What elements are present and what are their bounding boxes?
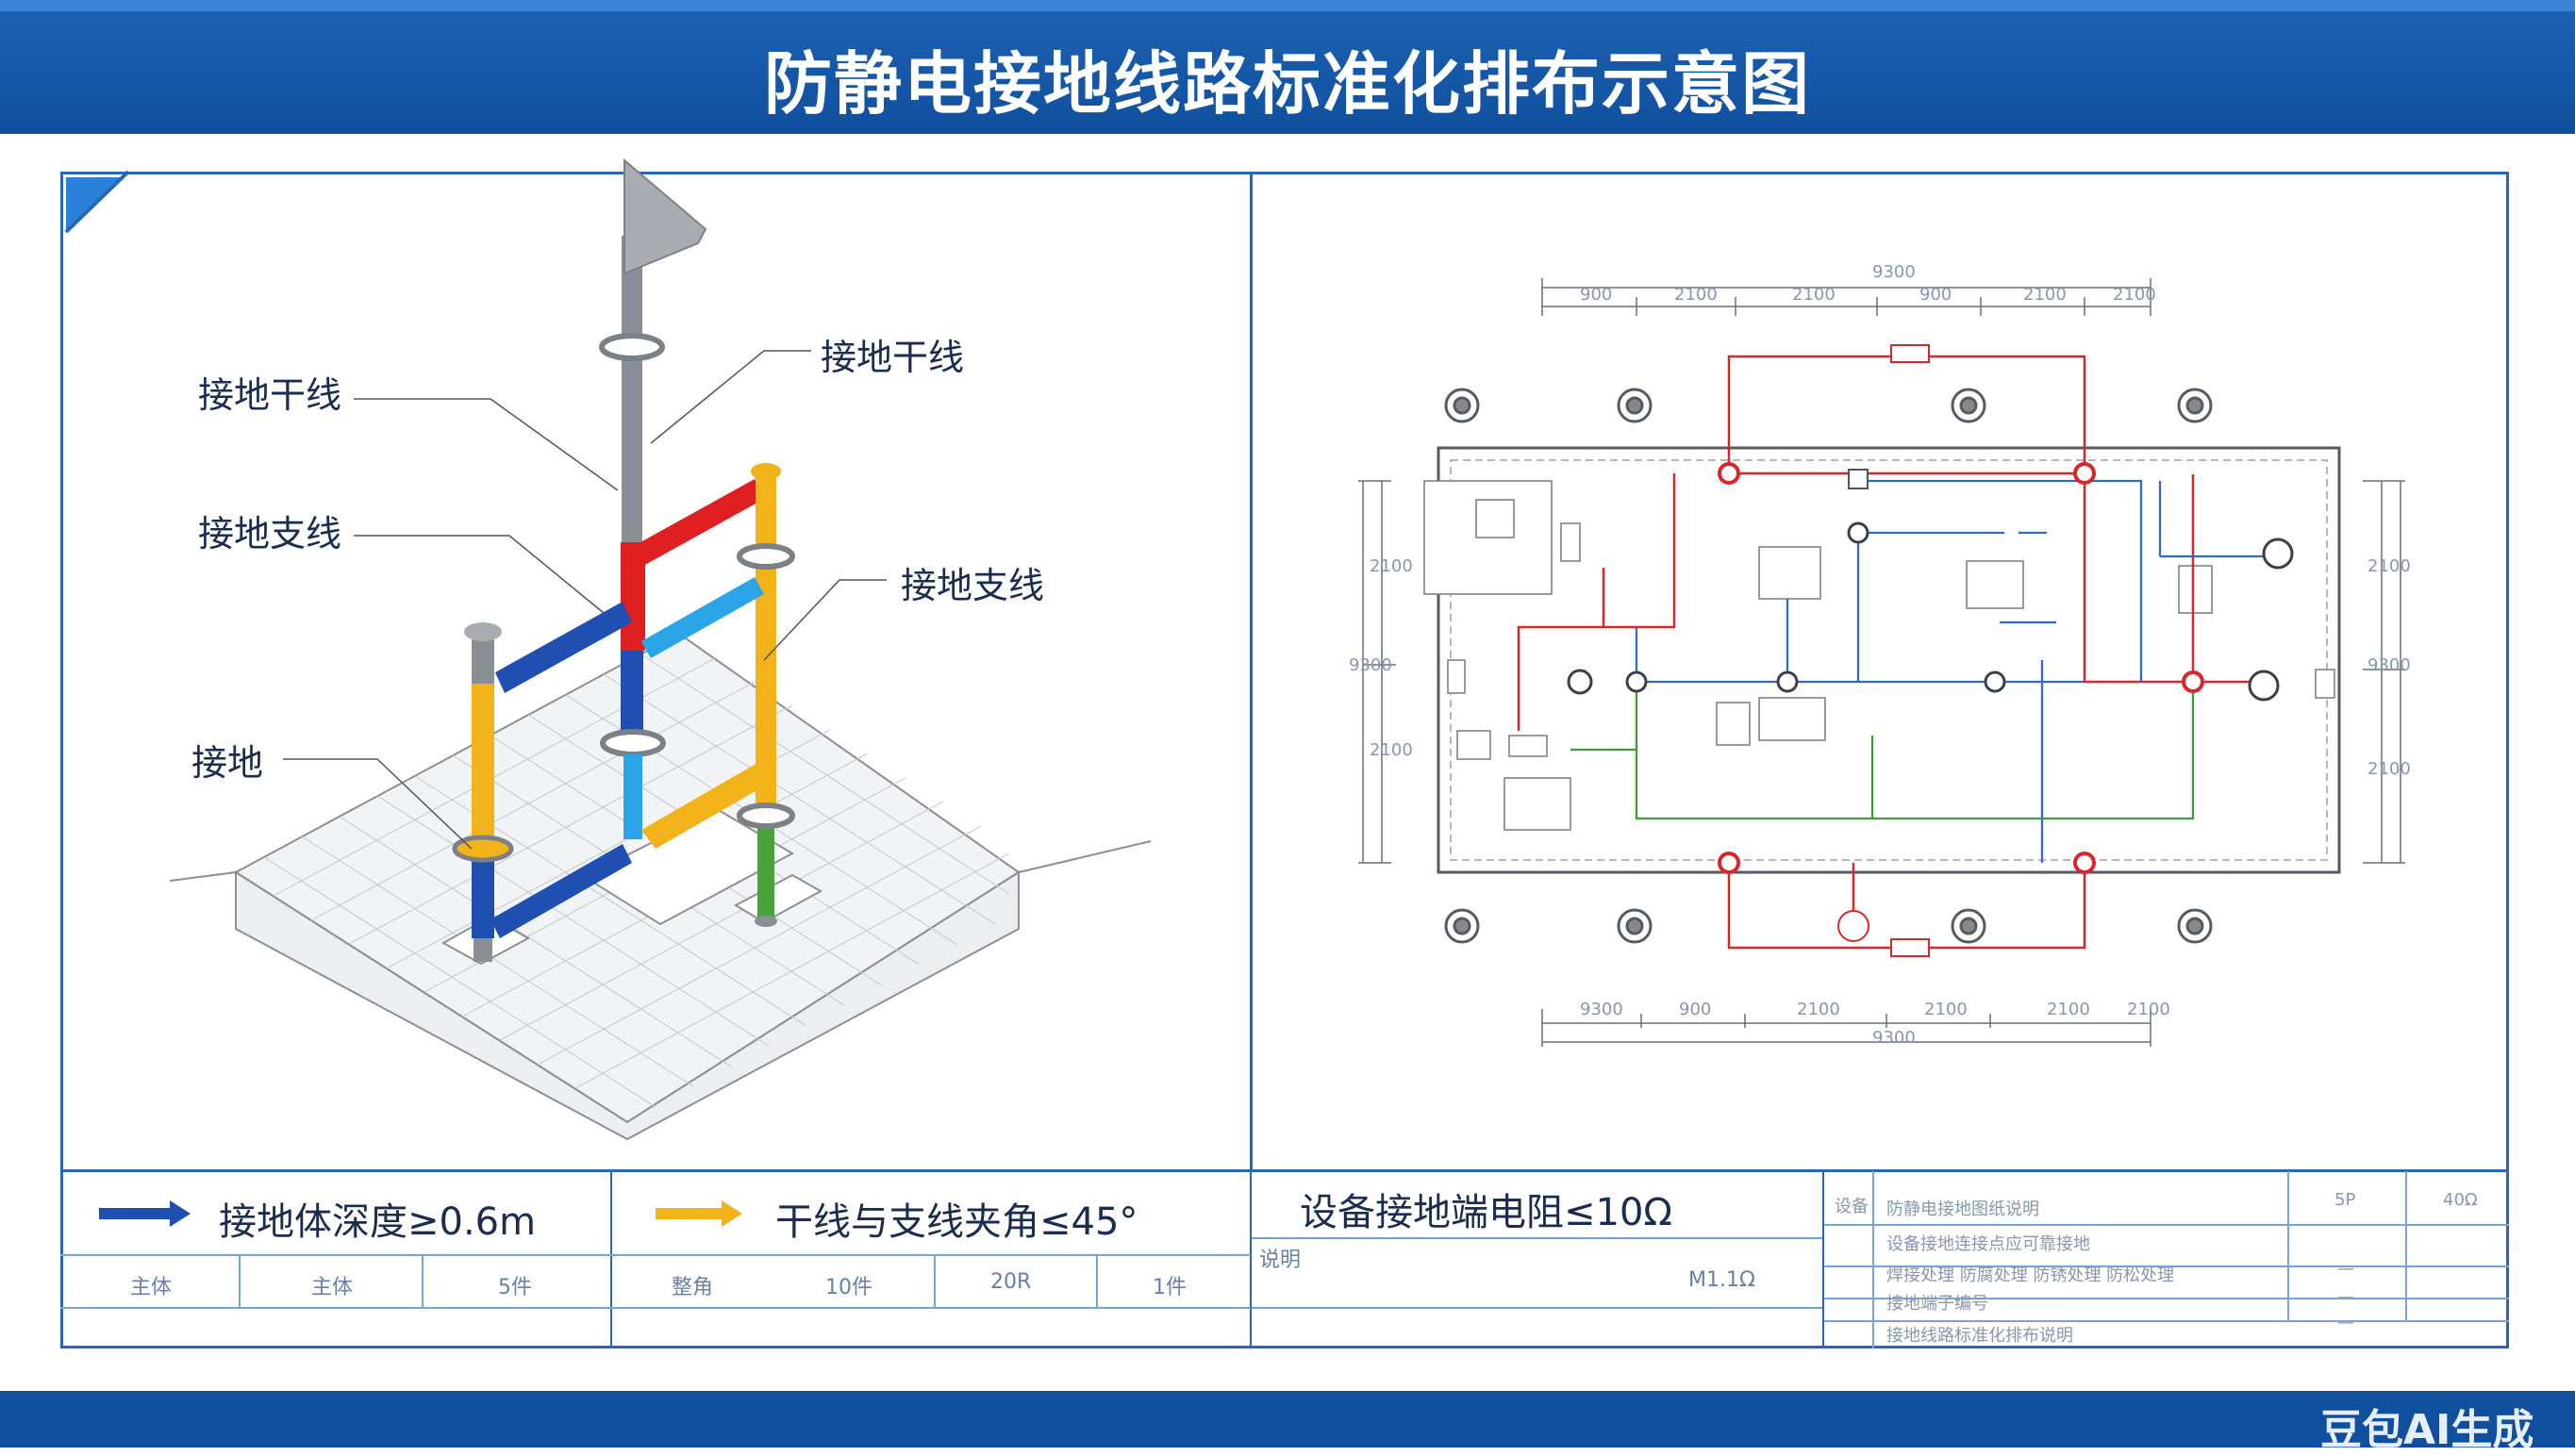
legend-angle-text: 干线与支线夹角≤45° bbox=[775, 1200, 1138, 1244]
left-blue-pipe bbox=[472, 849, 494, 938]
label-ground: 接地 bbox=[191, 742, 264, 784]
legend-depth-text: 接地体深度≥0.6m bbox=[219, 1200, 537, 1244]
side-col-head-1: 设备 bbox=[1835, 1197, 1869, 1216]
plan-right-dim-1: 2100 bbox=[2367, 556, 2411, 576]
yellow-pipe-diagonal bbox=[641, 762, 773, 849]
main-pole bbox=[622, 236, 642, 566]
side-row-5: 接地线路标准化排布说明 bbox=[1886, 1326, 2073, 1346]
plan-left-dim-2: 2100 bbox=[1370, 740, 1413, 760]
label-branch-left: 接地支线 bbox=[198, 513, 342, 554]
legend-row2-4: 整角 bbox=[672, 1276, 714, 1299]
pole-flange bbox=[599, 333, 665, 361]
label-branch-right: 接地支线 bbox=[901, 565, 1045, 606]
drawing-frame bbox=[60, 172, 2509, 1348]
green-lines bbox=[1570, 682, 2195, 820]
legend-row2-1: 主体 bbox=[130, 1276, 173, 1299]
equipment-boxes bbox=[1423, 480, 2335, 831]
flag-icon bbox=[623, 157, 707, 275]
legend-row2-6: 20R bbox=[990, 1270, 1032, 1294]
side-row-1: 防静电接地图纸说明 bbox=[1886, 1200, 2039, 1219]
plan-bottom-dim-4: 2100 bbox=[1924, 1000, 1968, 1019]
plan-bottom-dim-3: 2100 bbox=[1797, 1000, 1840, 1019]
plan-top-dim-1: 900 bbox=[1580, 285, 1613, 305]
light-blue-pipe bbox=[623, 754, 642, 839]
red-pipe-horizontal bbox=[632, 479, 766, 566]
light-blue-pipe-diagonal bbox=[641, 577, 764, 658]
plan-left-dim-1: 2100 bbox=[1370, 556, 1413, 576]
label-main-line-left: 接地干线 bbox=[198, 374, 342, 416]
side-col-head-3: 40Ω bbox=[2443, 1190, 2478, 1210]
blue-pipe-bottom bbox=[490, 844, 632, 938]
page-title: 防静电接地线路标准化排布示意图 bbox=[763, 44, 1811, 124]
building-outline bbox=[1437, 446, 2341, 874]
legend-row2-5: 10件 bbox=[825, 1276, 872, 1299]
header-bar: 防静电接地线路标准化排布示意图 bbox=[0, 0, 2575, 134]
plan-right-dim-2: 2100 bbox=[2367, 759, 2411, 779]
plan-left-total: 9300 bbox=[1349, 655, 1392, 675]
plan-right-total: 9300 bbox=[2367, 655, 2411, 675]
plan-top-dim-5: 2100 bbox=[2023, 285, 2067, 305]
legend-divider bbox=[60, 1169, 2509, 1172]
legend-row2-7: 1件 bbox=[1153, 1276, 1187, 1299]
leader-lines bbox=[283, 350, 887, 850]
legend-row2-3: 5件 bbox=[498, 1276, 532, 1299]
legend-resistance-sub: M1.1Ω bbox=[1688, 1268, 1755, 1292]
panel-divider bbox=[1250, 172, 1253, 1171]
side-dash-3: — bbox=[2337, 1313, 2354, 1332]
side-dash-2: — bbox=[2337, 1287, 2354, 1307]
left-pole-top bbox=[472, 637, 494, 684]
label-main-line-top: 接地干线 bbox=[821, 337, 965, 378]
plan-top-total: 9300 bbox=[1872, 262, 1916, 282]
red-nodes bbox=[1718, 462, 2204, 942]
footer-bar bbox=[0, 1391, 2575, 1448]
plan-top-dim-4: 900 bbox=[1919, 285, 1952, 305]
plan-bottom-dim-2: 900 bbox=[1679, 1000, 1712, 1019]
plan-bottom-dim-6: 2100 bbox=[2127, 1000, 2170, 1019]
legend-resistance-text: 设备接地端电阻≤10Ω bbox=[1300, 1191, 1672, 1234]
blue-pipe-diagonal bbox=[495, 602, 632, 693]
side-row-4: 接地端子编号 bbox=[1886, 1294, 1988, 1314]
green-pipe bbox=[757, 816, 774, 919]
side-col-head-2: 5P bbox=[2334, 1190, 2356, 1210]
plan-bottom-total: 9300 bbox=[1872, 1028, 1916, 1048]
junction-nodes bbox=[1567, 521, 2294, 702]
side-row-2: 设备接地连接点应可靠接地 bbox=[1886, 1234, 2090, 1254]
plan-top-dim-2: 2100 bbox=[1674, 285, 1718, 305]
yellow-arrow-icon bbox=[656, 1200, 742, 1227]
side-dash-1: — bbox=[2337, 1259, 2354, 1279]
header-accent-line bbox=[0, 0, 2575, 11]
plan-top-dim-6: 2100 bbox=[2113, 285, 2156, 305]
blue-arrow-icon bbox=[99, 1200, 191, 1227]
left-yellow-pipe bbox=[472, 684, 494, 849]
legend-resistance-label: 说明 bbox=[1259, 1249, 1302, 1272]
plan-bottom-dim-5: 2100 bbox=[2047, 1000, 2090, 1019]
blue-lines bbox=[1635, 479, 2264, 863]
side-row-3: 焊接处理 防腐处理 防锈处理 防松处理 bbox=[1886, 1266, 2175, 1285]
red-tags bbox=[1848, 344, 1930, 957]
column-markers bbox=[1444, 388, 2213, 944]
plan-top-dim-3: 2100 bbox=[1792, 285, 1836, 305]
watermark: 豆包AI生成 bbox=[2320, 1406, 2534, 1454]
plan-bottom-dim-1: 9300 bbox=[1580, 1000, 1623, 1019]
legend-row2-2: 主体 bbox=[311, 1276, 354, 1299]
